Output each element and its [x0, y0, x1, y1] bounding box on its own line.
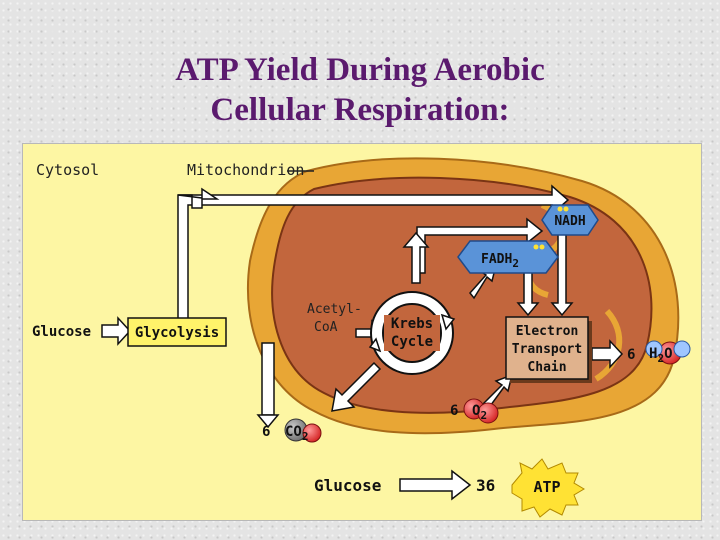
h2o-formula: H2O [649, 346, 673, 365]
o2-subscript: 2 [480, 409, 487, 422]
h2o-hydrogen-atom [645, 340, 663, 358]
fadh2-hexagon [457, 240, 559, 274]
slide-title-line-1: ATP Yield During Aerobic [175, 52, 545, 88]
glycolysis-to-co2-arrow [261, 342, 275, 416]
krebs-cycle-label-line-1: Krebs [391, 316, 433, 332]
krebs-to-nadh-arrow [416, 217, 544, 274]
etc-label-line-2: Transport [512, 342, 582, 357]
krebs-up-arrow [402, 231, 430, 284]
etc-to-h2o-arrow [591, 339, 624, 369]
summary-glucose-label: Glucose [314, 476, 381, 495]
cytosol-label: Cytosol [36, 161, 99, 179]
o2-oxygen-atom [477, 402, 499, 424]
summary-atp-label: ATP [533, 478, 560, 496]
krebs-cycle-arrowhead [440, 313, 456, 331]
fadh2-electron [539, 244, 545, 250]
krebs-cycle-label-line-2: Cycle [391, 334, 433, 350]
h2o-oxygen: O [664, 346, 672, 362]
etc-box [505, 316, 589, 380]
etc-label-line-1: Electron [516, 324, 579, 339]
fadh2-subscript: 2 [512, 257, 519, 270]
glucose-to-glycolysis-arrow [101, 316, 132, 346]
slide-title-line-2: Cellular Respiration: [210, 92, 510, 128]
fadh2-label-text: FADH [481, 252, 512, 267]
co2-formula: CO2 [285, 424, 308, 443]
glycolysis-to-matrix-arrow [177, 187, 220, 209]
etc-label-line-3: Chain [527, 360, 566, 375]
h2o-coefficient: 6 [627, 347, 635, 363]
atp-burst [511, 458, 585, 518]
nadh-label: NADH [554, 214, 585, 229]
summary-atp-count: 36 [476, 476, 495, 495]
co2-oxygen-atom [302, 423, 322, 443]
glycolysis-label: Glycolysis [135, 325, 219, 341]
fadh2-electron [533, 244, 539, 250]
co2-molecule: CO [285, 424, 302, 440]
krebs-cycle-arrowhead [368, 337, 382, 353]
co2-coefficient: 6 [262, 424, 270, 440]
inner-membrane-fold [594, 308, 623, 382]
glycolysis-box [127, 317, 227, 347]
mitochondrion-matrix [271, 176, 653, 414]
co2-subscript: 2 [302, 430, 309, 443]
acetyl-coa-label-line-1: Acetyl- [307, 302, 362, 317]
glucose-input-label: Glucose [32, 324, 91, 340]
h2o-hydrogen: H [649, 346, 657, 362]
nadh-hexagon [541, 204, 599, 236]
nadh-electron [563, 206, 569, 212]
h2o-subscript: 2 [657, 352, 664, 365]
nadh-to-etc-arrow [550, 230, 574, 317]
o2-formula: O2 [472, 403, 487, 422]
o2-oxygen: O [472, 403, 480, 419]
h2o-hydrogen-atom [673, 340, 691, 358]
krebs-to-co2-arrow [331, 361, 382, 412]
co2-down-arrow [256, 414, 280, 429]
krebs-cycle-ring-inner [372, 293, 452, 373]
acetyl-coa-label-line-2: CoA [314, 320, 338, 335]
slide-title: ATP Yield During Aerobic Cellular Respir… [0, 50, 720, 130]
o2-coefficient: 6 [450, 403, 458, 419]
fadh2-label: FADH2 [481, 252, 519, 270]
mitochondrion-label: Mitochondrion [187, 161, 304, 179]
respiration-diagram: Cytosol Mitochondrion [22, 143, 702, 521]
summary-arrow [399, 469, 472, 501]
krebs-cycle-label-bg [384, 315, 440, 351]
nadh-electron [557, 206, 563, 212]
